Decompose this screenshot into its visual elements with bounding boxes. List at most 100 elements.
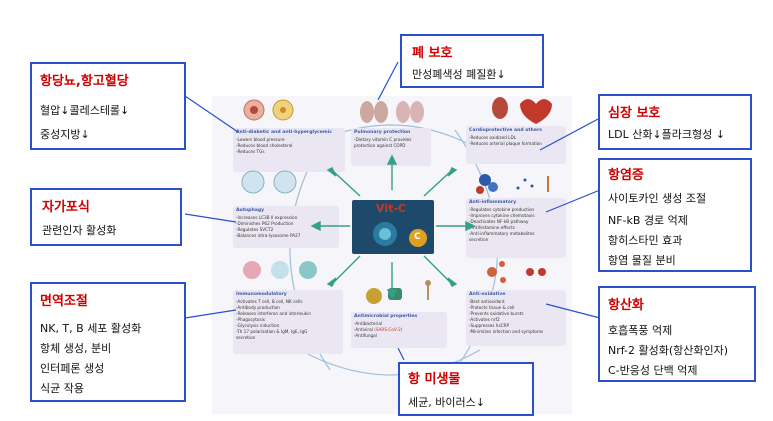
fat-cell-icon [243,99,265,121]
callout-heart: 심장 보호 LDL 산화↓플라크형성 ↓ [598,94,752,150]
cell-icon [273,170,297,194]
card-title: Anti-diabetic and anti-hyperglycemic [236,130,332,135]
center-label: Vit-C [376,202,406,215]
kidney-icon [492,97,508,119]
card-line: -Glycolysis induction [236,323,280,328]
callout-diabetes: 항당뇨,항고혈당 혈압↓콜레스테롤↓ 중성지방↓ [30,62,186,150]
callout-line: NF-kB 경로 억제 [608,214,688,227]
card-title: Anti-oxidative [469,292,506,297]
callout-line: 식균 작용 [40,382,84,395]
card-line: -Regulates cytokine production [469,207,535,212]
card-title: Autophagy [236,208,265,213]
immune-cell-icon [271,261,289,279]
card-line: -Antibody production [236,305,280,310]
molecule-icon [487,261,546,283]
card-line: -Improves cytokine chemotaxis [469,213,535,218]
card-anti-diabetic: Anti-diabetic and anti-hyperglycemic -Lo… [233,128,345,172]
callout-line: 중성지방↓ [40,128,90,141]
card-line: -Dietary vitamin C provides [354,137,412,142]
callout-line: 혈압↓콜레스테롤↓ [40,104,130,117]
callout-line: Nrf-2 활성화(항산화인자) [608,344,729,357]
card-line: -Reduces arterial plaque formation [469,141,542,146]
callout-anti-inflammatory: 항염증 사이토카인 생성 조절 NF-kB 경로 억제 항히스타민 효과 항염 … [598,158,752,272]
callout-title: 항당뇨,항고혈당 [40,74,129,89]
lung-icon [360,101,388,123]
callout-lung: 폐 보호 만성폐색성 폐질환↓ [400,34,544,88]
callout-title: 항 미생물 [408,372,461,387]
card-line: -Prevents oxidative bursts [469,311,524,316]
immune-cell-icon [299,261,317,279]
card-line: -Lowers blood pressure [236,137,285,142]
card-anti-oxidative: Anti-oxidative -Best antioxidant -Protec… [466,290,566,346]
card-line: -Balances intra-lysosome PA27 [236,233,301,238]
callout-antimicrobial: 항 미생물 세균, 바이러스↓ [398,362,534,416]
callout-anti-oxidative: 항산화 호흡폭풍 억제 Nrf-2 활성화(항산화인자) C-반응성 단백 억제 [598,286,756,382]
card-immunomodulatory: Immunomodulatory -Activates T cell, B ce… [233,290,343,354]
card-line: secretion [236,335,256,340]
card-title: Pulmonary protection [354,130,411,135]
card-line: -Antifungal [354,333,377,338]
immune-cell-icon [243,261,261,279]
center-badge: C [414,232,421,242]
card-line: -Antihistamine effects [469,225,515,230]
callout-line: 항체 생성, 분비 [40,342,112,355]
card-title: Anti-inflammatory [469,200,517,205]
card-line: protection against COPD [354,143,406,148]
callout-line: C-반응성 단백 억제 [608,364,698,377]
sars-label: (SARS-CoV-2) [374,327,403,332]
callout-title: 항산화 [608,298,644,313]
virus-icon [366,288,382,304]
callout-title: 심장 보호 [608,106,661,121]
callout-title: 자가포식 [42,200,90,215]
card-line: -Suppresses hsCRP [469,323,509,328]
card-line: -Releases interferon and interleukin [236,311,311,316]
callout-line: 항염 물질 분비 [608,254,676,267]
card-line: -Protects tissue & cell [469,305,515,310]
callout-line: 인터페론 생성 [40,362,105,375]
card-line: -Activates nrf2 [469,317,500,322]
callout-autophagy: 자가포식 관련인자 활성화 [30,188,182,246]
heart-icon [520,99,552,124]
fungus-icon [425,280,431,300]
card-line: -Deactivates NF-kB pathway [469,219,529,224]
card-line: -Increases LC3B II expression [236,215,298,220]
callout-line: 호흡폭풍 억제 [608,324,673,337]
card-line: secretion [469,237,489,242]
molecule-icon [516,176,549,192]
card-line: -Th 17 polarization & IgM, IgE, IgG [236,329,308,334]
card-title: Antimicrobial properties [354,314,418,319]
callout-line: NK, T, B 세포 활성화 [40,322,142,335]
card-line: -Reduces blood cholesterol [236,143,293,148]
cell-icon [241,170,265,194]
card-line: -Reduces oxidized LDL [469,135,517,140]
card-line: -Best antioxidant [469,299,505,304]
card-line: -Antiviral [354,327,373,332]
card-title: Cardioprotective and others [469,128,542,133]
callout-line: 만성폐색성 폐질환↓ [412,68,506,81]
card-title: Immunomodulatory [236,292,287,297]
callout-title: 항염증 [608,168,644,183]
card-line: -Reduces TGs [236,149,265,154]
callout-title: 면역조절 [40,294,88,309]
card-anti-inflammatory: Anti-inflammatory -Regulates cytokine pr… [466,198,566,258]
card-line: -Anti-inflammatory metabolites [469,231,535,236]
fat-cell-icon [272,99,294,121]
card-line: -Antibacterial [354,321,383,326]
card-line: -Minimizes infection and symptoms [469,329,544,334]
callout-line: 관련인자 활성화 [42,224,117,237]
callout-line: 세균, 바이러스↓ [408,396,485,409]
callout-line: 항히스타민 효과 [608,234,683,247]
callout-line: 사이토카인 생성 조절 [608,192,707,205]
callout-immune: 면역조절 NK, T, B 세포 활성화 항체 생성, 분비 인터페론 생성 식… [30,282,186,402]
card-antimicrobial: Antimicrobial properties -Antibacterial … [351,312,447,348]
callout-line: LDL 산화↓플라크형성 ↓ [608,128,725,141]
card-line: -Diminishes P62 Production [236,221,294,226]
card-line: -Phagocytosis [236,317,265,322]
card-line: -Activates T cell, B cell, NK cells [236,299,303,304]
cytokine-icon [476,174,498,194]
vitamin-c-badge-icon [409,229,427,247]
card-line: -Regulates SVCT2 [236,227,274,232]
